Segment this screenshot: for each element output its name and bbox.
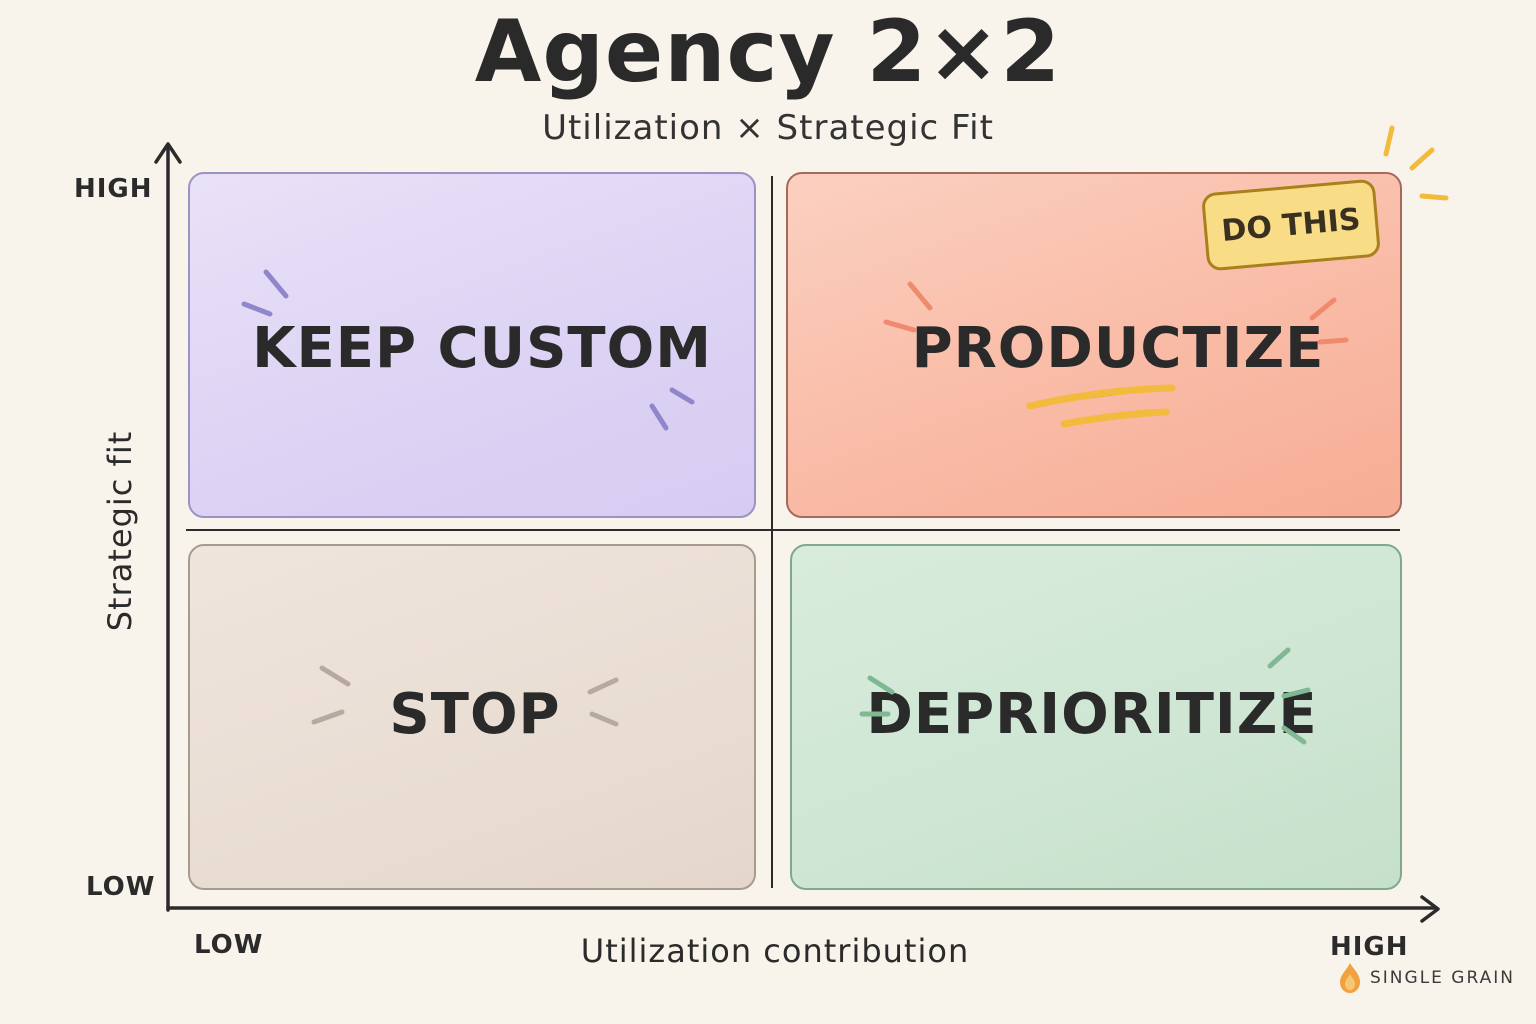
productize-underline	[1026, 384, 1176, 428]
y-axis-arrowhead	[154, 142, 182, 164]
quadrant-label-keep-custom: KEEP CUSTOM	[252, 316, 712, 381]
brand-logo: SINGLE GRAIN	[1338, 962, 1515, 994]
do-this-badge-label: DO THIS	[1220, 201, 1362, 249]
y-axis-low-label: LOW	[86, 872, 156, 902]
flame-logo-icon	[1340, 963, 1360, 993]
quadrant-deprioritize	[790, 544, 1402, 890]
do-this-badge: DO THIS	[1200, 178, 1382, 272]
quadrant-label-productize: PRODUCTIZE	[911, 316, 1325, 381]
badge-sparkles	[1383, 125, 1449, 201]
x-axis-arrowhead	[1420, 895, 1440, 923]
diagram-subtitle: Utilization × Strategic Fit	[542, 108, 994, 148]
quadrant-stop	[188, 544, 756, 890]
stop-sparkles	[311, 665, 619, 727]
quadrant-keep-custom	[188, 172, 756, 518]
x-axis-low-label: LOW	[194, 930, 264, 960]
productize-sparkles	[883, 281, 1349, 345]
diagram-title: Agency 2×2	[474, 2, 1062, 102]
keep-custom-sparkles	[241, 269, 695, 431]
y-axis-high-label: HIGH	[74, 174, 153, 204]
brand-name: SINGLE GRAIN	[1370, 968, 1515, 988]
quadrant-label-stop: STOP	[389, 682, 561, 747]
x-axis-high-label: HIGH	[1330, 932, 1409, 962]
deprioritize-sparkles	[859, 647, 1311, 745]
x-axis-title: Utilization contribution	[580, 932, 970, 970]
quadrant-label-deprioritize: DEPRIORITIZE	[866, 682, 1318, 747]
